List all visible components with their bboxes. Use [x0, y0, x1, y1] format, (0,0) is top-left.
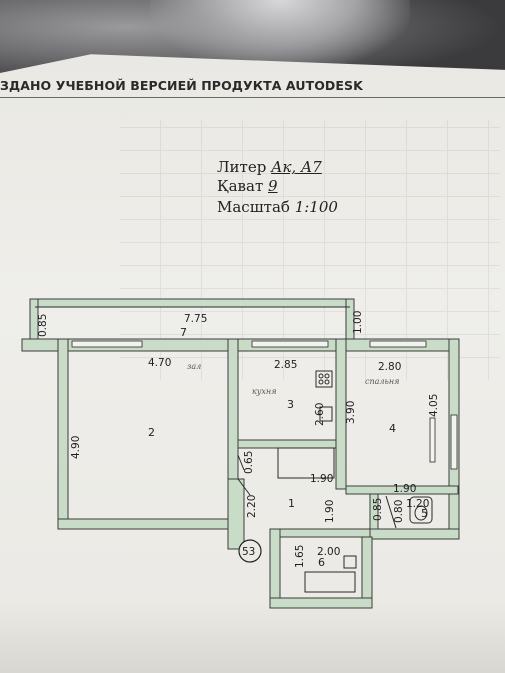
toilet-icon — [409, 496, 433, 524]
dim-hall-width: 1.90 — [310, 473, 333, 485]
scale-label: Масштаб — [217, 198, 290, 216]
dim-wc-depth: 0.80 — [393, 500, 405, 523]
dim-bedroom-width: 2.80 — [378, 361, 401, 373]
wall-2-3 — [227, 338, 239, 480]
wall-6-right — [361, 536, 373, 607]
window-bedroom-side — [450, 414, 458, 470]
window-zal — [71, 340, 143, 348]
sink-icon — [319, 406, 333, 422]
toilet-bowl-icon — [414, 505, 428, 521]
paper-shadow — [0, 600, 505, 673]
paper-sheet — [0, 54, 505, 673]
liter-label: Литер — [217, 158, 267, 176]
floor-value: 9 — [268, 177, 278, 195]
door-bath — [385, 495, 397, 529]
wall-bedroom-bottom — [345, 485, 459, 495]
dim-niche: 0.65 — [243, 451, 255, 474]
room-number-1: 1 — [288, 497, 295, 510]
dim-bedroom-depth: 4.05 — [428, 394, 440, 417]
radiator-bedroom — [429, 417, 436, 463]
note-bedroom: спальня — [365, 377, 399, 386]
dim-bath6-depth: 1.65 — [294, 545, 306, 568]
room-number-7: 7 — [180, 326, 187, 339]
scale-value: 1:100 — [294, 198, 338, 216]
scale-line: Масштаб 1:100 — [217, 198, 338, 216]
bleed-through-grid — [120, 120, 500, 380]
wall-left — [57, 338, 69, 530]
wall-hall-bottom — [269, 528, 371, 538]
dim-balcony-length: 7.75 — [184, 313, 207, 325]
room-number-2: 2 — [148, 426, 155, 439]
burner-icon — [318, 379, 324, 385]
wall-balcony-top — [29, 298, 355, 308]
room-number-6: 6 — [318, 556, 325, 569]
marker-circle — [238, 539, 262, 563]
banner-underline — [0, 97, 505, 98]
wall-hall-left — [227, 478, 245, 550]
wall-6-bottom — [269, 597, 373, 609]
dim-hall-left: 2.20 — [246, 495, 258, 518]
window-bedroom — [369, 340, 427, 348]
burner-icon — [318, 373, 324, 379]
dim-zal-depth: 4.90 — [70, 436, 82, 459]
liter-line: Литер Ак, А7 — [217, 158, 322, 176]
door-swing-line — [237, 454, 245, 471]
window-kitchen — [251, 340, 329, 348]
dim-hall-depth: 1.90 — [324, 500, 336, 523]
dim-kitchen-side: 3.90 — [345, 401, 357, 424]
note-kitchen: кухня — [252, 387, 277, 396]
dim-bath-width: 1.90 — [393, 483, 416, 495]
dim-zal-width: 4.70 — [148, 357, 171, 369]
dim-kitchen-depth: 2.60 — [314, 403, 326, 426]
dim-bath-left: 0.85 — [372, 498, 384, 521]
dim-balcony-depth: 0.85 — [37, 314, 49, 337]
door-hall — [237, 478, 251, 496]
wall-bath-bottom — [369, 528, 460, 540]
burner-icon — [324, 379, 330, 385]
wall-6-left — [269, 528, 281, 607]
wall-bottom-left — [57, 518, 237, 530]
dim-bath6-width: 2.00 — [317, 546, 340, 558]
dim-wc-width: 1.20 — [406, 498, 429, 510]
marker-label: 53 — [242, 546, 255, 558]
floor-line: Қават 9 — [217, 177, 278, 195]
stove-icon — [315, 370, 333, 388]
burner-icon — [324, 373, 330, 379]
room-number-5: 5 — [421, 507, 428, 520]
washbasin-icon — [343, 555, 357, 569]
room-number-4: 4 — [389, 422, 396, 435]
wall-kitchen-bottom — [237, 439, 339, 449]
dim-balcony-right: 1.00 — [352, 311, 364, 334]
autodesk-banner: ЗДАНО УЧЕБНОЙ ВЕРСИЕЙ ПРОДУКТА AUTODESK — [0, 78, 363, 93]
walls — [21, 298, 460, 609]
wall-3-4 — [335, 338, 347, 490]
note-zal: зал — [187, 362, 201, 371]
liter-value: Ак, А7 — [271, 158, 322, 176]
kitchen-nook — [277, 447, 335, 479]
dim-kitchen-width: 2.85 — [274, 359, 297, 371]
floor-label: Қават — [217, 177, 264, 195]
fixtures — [35, 306, 433, 593]
room-number-3: 3 — [287, 398, 294, 411]
bathtub-icon — [304, 571, 356, 593]
windows — [71, 340, 458, 470]
